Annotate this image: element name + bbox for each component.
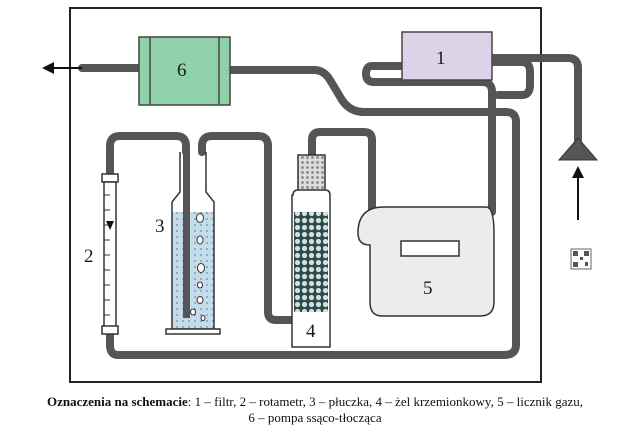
gas-meter-display [400,240,460,257]
rotameter-unit [101,173,119,335]
gas-meter-unit [357,206,495,317]
filter-label: 1 [436,48,446,69]
diagram-caption: Oznaczenia na schemacie: 1 – filtr, 2 – … [0,394,630,426]
inlet-arrow [572,166,584,220]
caption-text-1: : 1 – filtr, 2 – rotametr, 3 – płuczka, … [187,394,584,409]
caption-line-1: Oznaczenia na schemacie: 1 – filtr, 2 – … [0,394,630,410]
washer-label: 3 [155,216,165,237]
filter-unit [401,31,493,81]
qr-stamp-icon [570,248,592,270]
silica-gel-unit [291,154,331,348]
pump-unit [138,36,231,106]
pump-label: 6 [177,60,187,81]
gas-meter-label: 5 [423,278,433,299]
tubing [78,54,582,359]
rotameter-label: 2 [84,246,94,267]
caption-heading: Oznaczenia na schemacie [46,394,188,409]
outlet-arrow [42,62,82,74]
rotameter-float [106,221,114,230]
washer-unit [165,152,221,335]
silica-gel-label: 4 [306,321,316,342]
caption-line-2: 6 – pompa ssąco-tłocząca [248,410,382,425]
measurement-schematic: 1 6 2 [42,7,599,383]
inlet-funnel [557,137,599,161]
